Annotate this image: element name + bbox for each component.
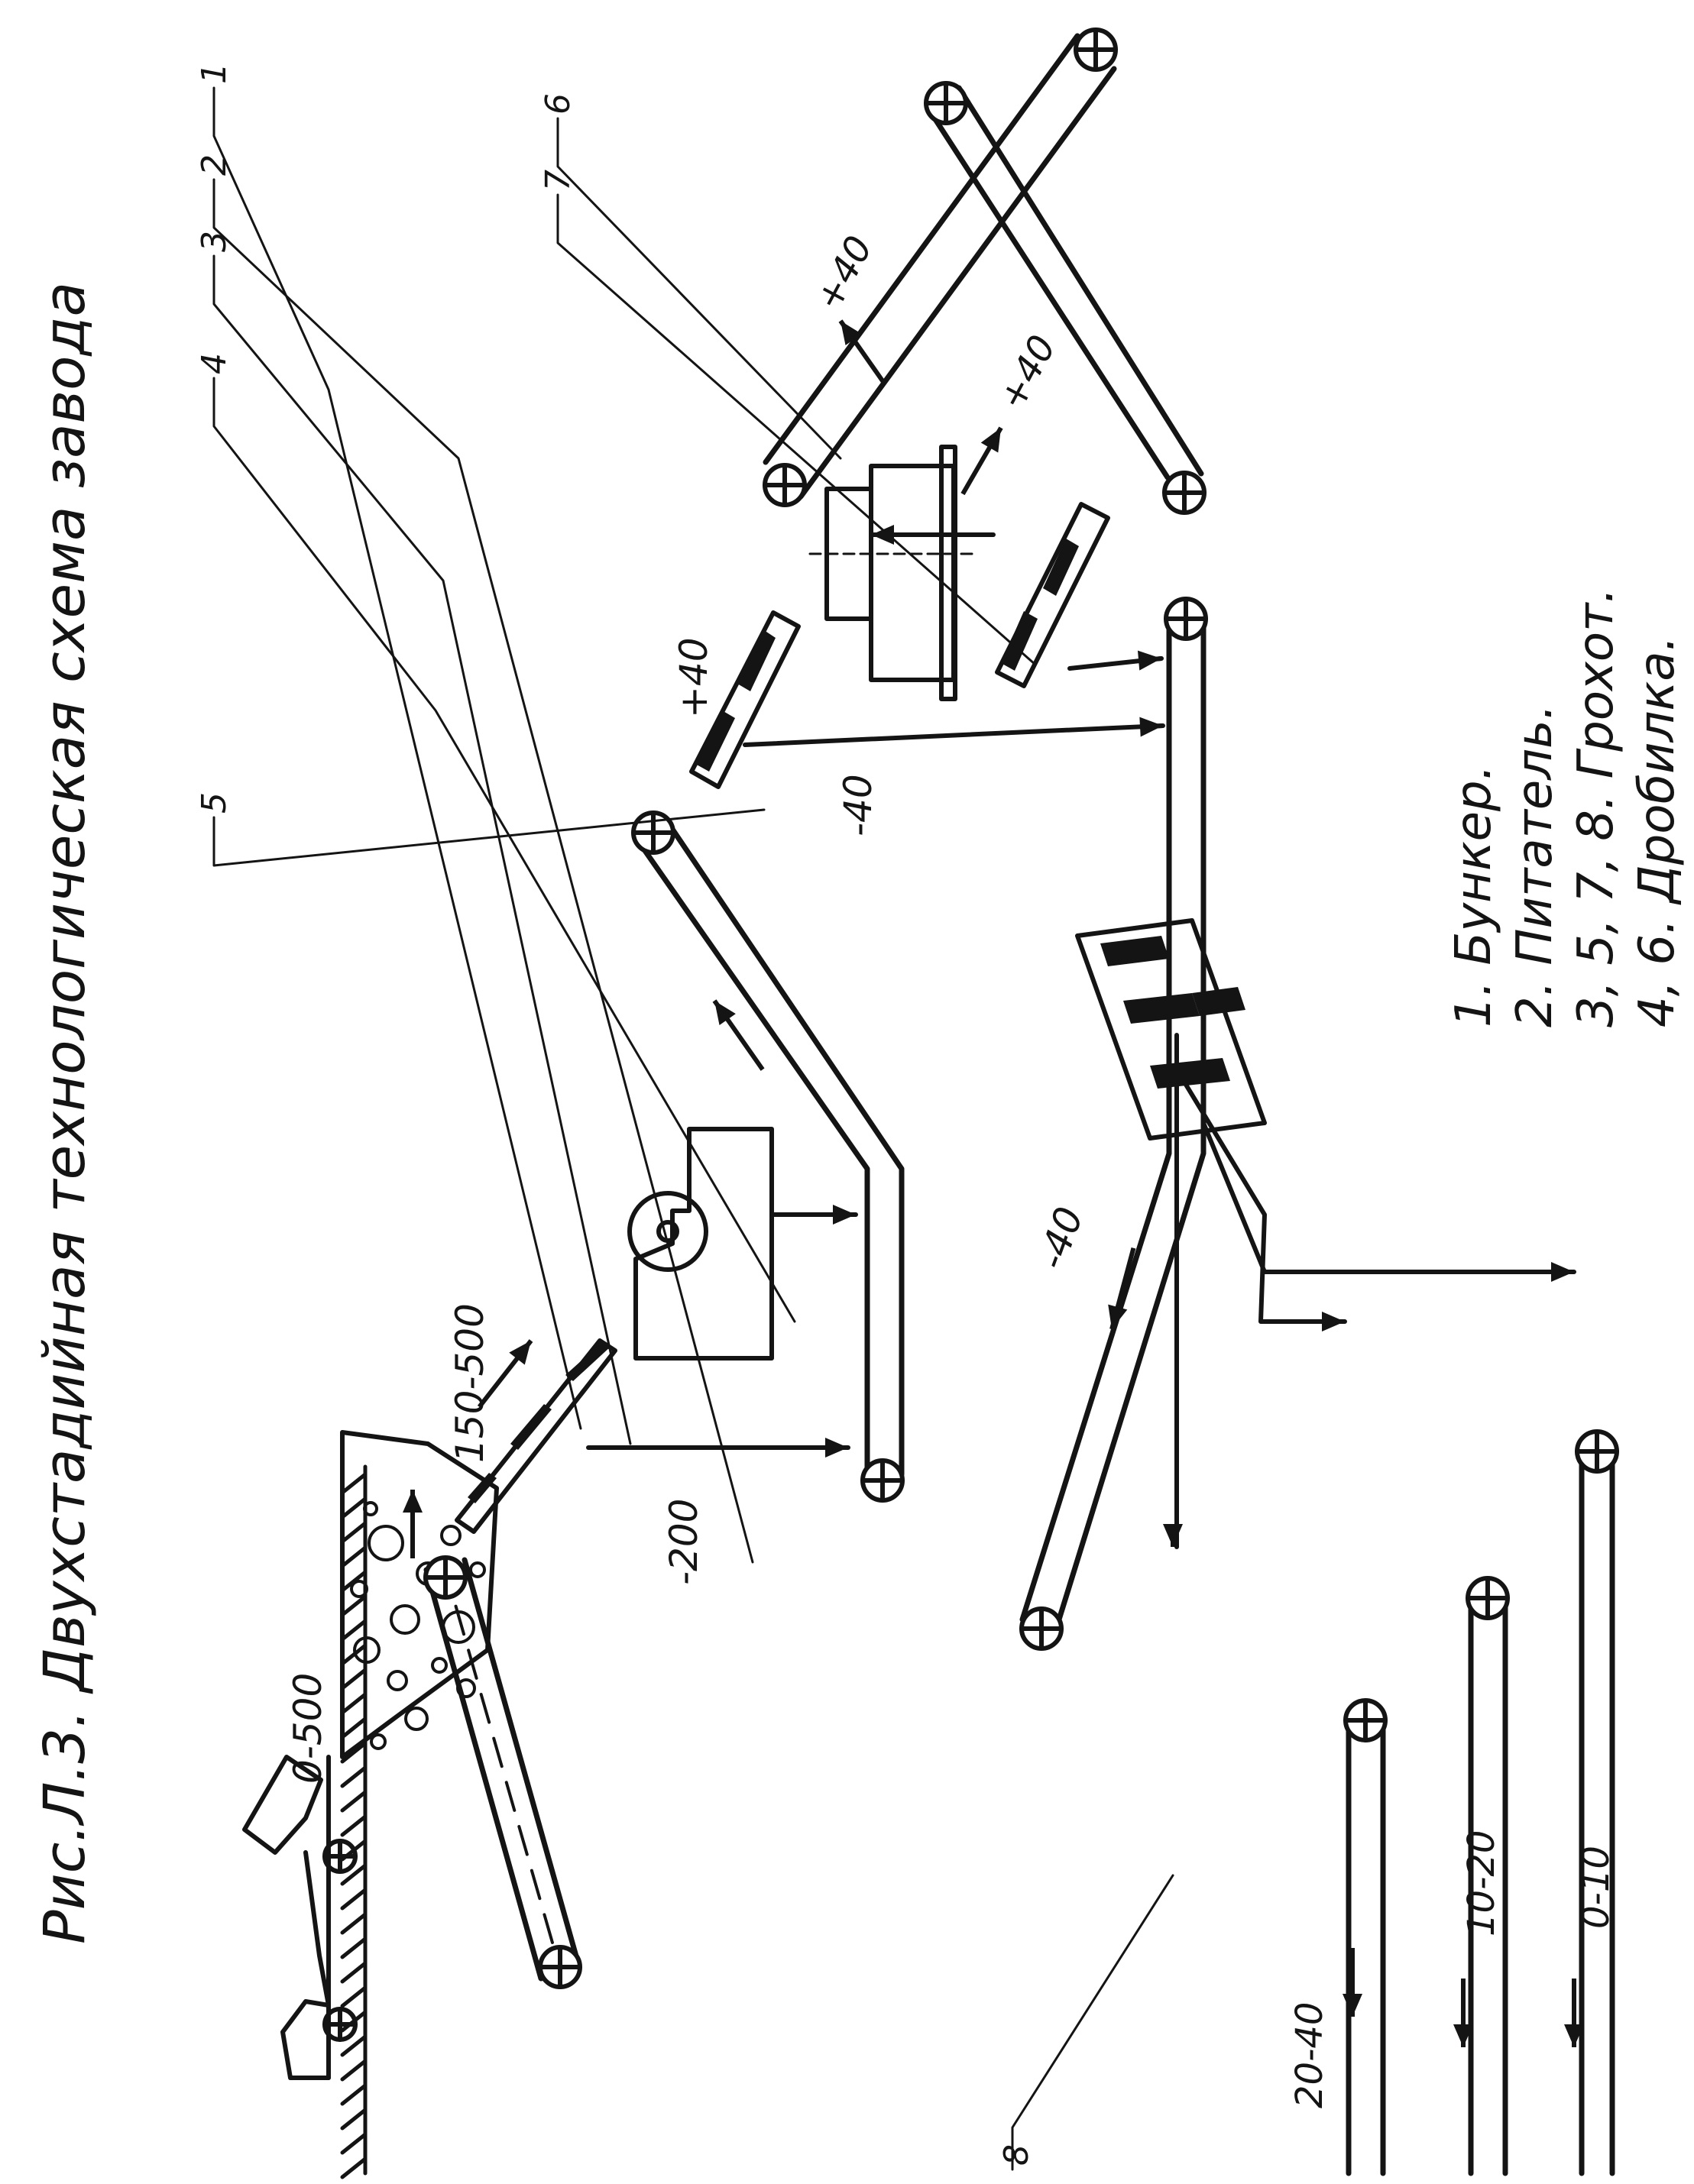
pulley-icon: [1466, 1576, 1510, 1620]
flow-arrow-icon: [477, 1339, 533, 1409]
callout-4: 4: [195, 353, 234, 374]
product-0-10: 0-10: [1575, 1846, 1618, 1929]
pulley-icon: [1575, 1429, 1619, 1474]
pulley-icon: [924, 81, 968, 125]
flow-arrow-icon: [1108, 1247, 1136, 1330]
pulley-icon: [1019, 1606, 1064, 1651]
label-plus-40-top: +40: [807, 229, 881, 318]
product-20-40: 20-40: [1288, 2002, 1331, 2108]
pulley-icon: [763, 463, 807, 507]
label-minus-40-screen5: -40: [836, 774, 880, 836]
conveyor-pulleys: [423, 28, 1619, 1989]
callout-leaders: [212, 86, 1174, 2171]
flow-arrows: [403, 319, 1584, 2047]
screen-5: [689, 610, 801, 789]
flow-arrow-icon: [1163, 1524, 1183, 1547]
product-10-20: 10-20: [1460, 1830, 1503, 1936]
crusher-6: [808, 445, 980, 701]
flow-arrow-icon: [403, 1490, 423, 1558]
flow-labels: 0-500 150-500 -200 +40 -40 +40 +40 -40: [286, 229, 1092, 1784]
product-labels: 20-40 10-20 0-10: [1288, 1830, 1618, 2108]
pulley-icon: [860, 1458, 905, 1503]
figure-title: Рис.Л.3. Двухстадийная технологическая с…: [32, 282, 98, 1944]
pulley-icon: [1162, 471, 1207, 515]
pulley-icon: [1164, 597, 1208, 641]
feeder-2: [423, 1557, 582, 1982]
pulley-icon: [1074, 28, 1118, 72]
ore-rocks: [350, 1501, 486, 1750]
flow-arrow-icon: [838, 319, 886, 385]
label-feed-0-500: 0-500: [286, 1673, 330, 1784]
callout-numbers: 1 2 3 4 5 6 7 8: [195, 63, 1036, 2166]
callout-7: 7: [539, 170, 578, 191]
screen-7: [995, 502, 1110, 688]
label-plus-40-screen5: +40: [672, 637, 716, 718]
callout-6: 6: [539, 93, 578, 115]
flow-arrow-icon: [1551, 1262, 1574, 1282]
pulley-icon: [538, 1945, 582, 1989]
dump-truck-icon: [242, 1755, 358, 2080]
ground-hatching: [340, 1464, 368, 2179]
callout-5: 5: [195, 792, 234, 814]
flow-arrow-icon: [833, 1205, 856, 1225]
flow-arrow-icon: [871, 525, 894, 545]
label-minus-40-main: -40: [1029, 1202, 1092, 1276]
flow-arrow-icon: [960, 426, 1003, 496]
callout-2: 2: [195, 154, 234, 176]
pulley-icon: [423, 1555, 468, 1600]
bunker: [340, 1430, 499, 1759]
flow-arrow-icon: [825, 1438, 848, 1458]
flow-arrow-icon: [1139, 717, 1164, 737]
flow-arrow-icon: [1137, 650, 1162, 671]
flow-arrow-icon: [1453, 1979, 1473, 2047]
screen-8: [1075, 918, 1267, 1141]
label-150-500: 150-500: [448, 1303, 492, 1463]
flow-arrow-icon: [712, 999, 765, 1071]
label-minus-200: -200: [662, 1499, 706, 1585]
conveyors: [637, 33, 1615, 2176]
callout-8: 8: [997, 2144, 1036, 2166]
callout-3: 3: [195, 231, 234, 252]
legend-item-2: 2. Питатель.: [1507, 704, 1563, 1027]
legend-item-3: 3, 5, 7, 8. Грохот.: [1568, 587, 1624, 1027]
flow-arrow-icon: [1564, 1979, 1584, 2047]
screen-3: [455, 1338, 617, 1534]
label-plus-40-return: +40: [990, 328, 1064, 417]
flow-arrow-icon: [1322, 1312, 1345, 1331]
flow-arrow-icon: [1343, 1948, 1362, 2017]
legend: 1. Бункер. 2. Питатель. 3, 5, 7, 8. Грох…: [1446, 587, 1686, 1027]
legend-item-1: 1. Бункер.: [1446, 765, 1502, 1027]
callout-1: 1: [195, 63, 234, 84]
legend-item-4: 4, 6. Дробилка.: [1629, 636, 1686, 1027]
pulley-icon: [1343, 1698, 1388, 1742]
